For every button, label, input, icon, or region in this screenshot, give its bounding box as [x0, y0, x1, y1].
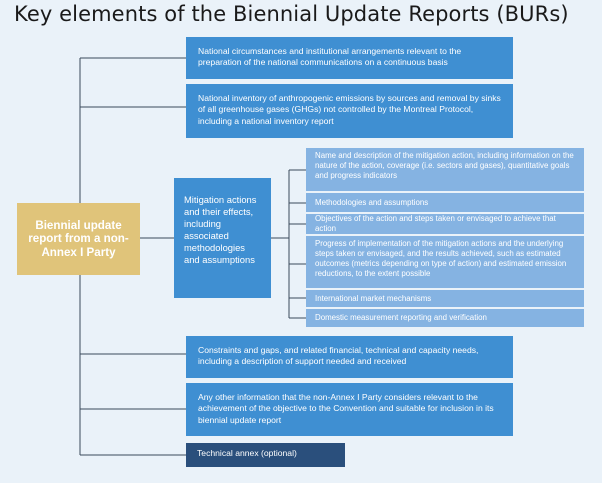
sub-item-methodologies: Methodologies and assumptions	[306, 193, 584, 212]
box-national-inventory: National inventory of anthropogenic emis…	[186, 84, 513, 138]
sub-item-objectives: Objectives of the action and steps taken…	[306, 214, 584, 234]
sub-item-progress: Progress of implementation of the mitiga…	[306, 236, 584, 288]
sub-item-methodologies-label: Methodologies and assumptions	[315, 197, 429, 207]
sub-item-domestic-mrv: Domestic measurement reporting and verif…	[306, 309, 584, 327]
box-national-circumstances: National circumstances and institutional…	[186, 37, 513, 79]
sub-item-name-description: Name and description of the mitigation a…	[306, 148, 584, 191]
diagram-title: Key elements of the Biennial Update Repo…	[14, 2, 569, 26]
sub-item-objectives-label: Objectives of the action and steps taken…	[315, 214, 556, 233]
box-other-information: Any other information that the non-Annex…	[186, 383, 513, 436]
box-technical-annex: Technical annex (optional)	[186, 443, 345, 467]
box-mitigation-actions: Mitigation actions and their effects, in…	[174, 178, 271, 298]
box-constraints-gaps: Constraints and gaps, and related financ…	[186, 336, 513, 378]
root-biennial-update-report: Biennial update report from a non-Annex …	[17, 203, 140, 275]
sub-item-domestic-mrv-label: Domestic measurement reporting and verif…	[315, 313, 487, 322]
root-label: Biennial update report from a non-Annex …	[28, 218, 129, 259]
sub-item-market-mechanisms: International market mechanisms	[306, 290, 584, 307]
sub-item-market-mechanisms-label: International market mechanisms	[315, 293, 432, 303]
